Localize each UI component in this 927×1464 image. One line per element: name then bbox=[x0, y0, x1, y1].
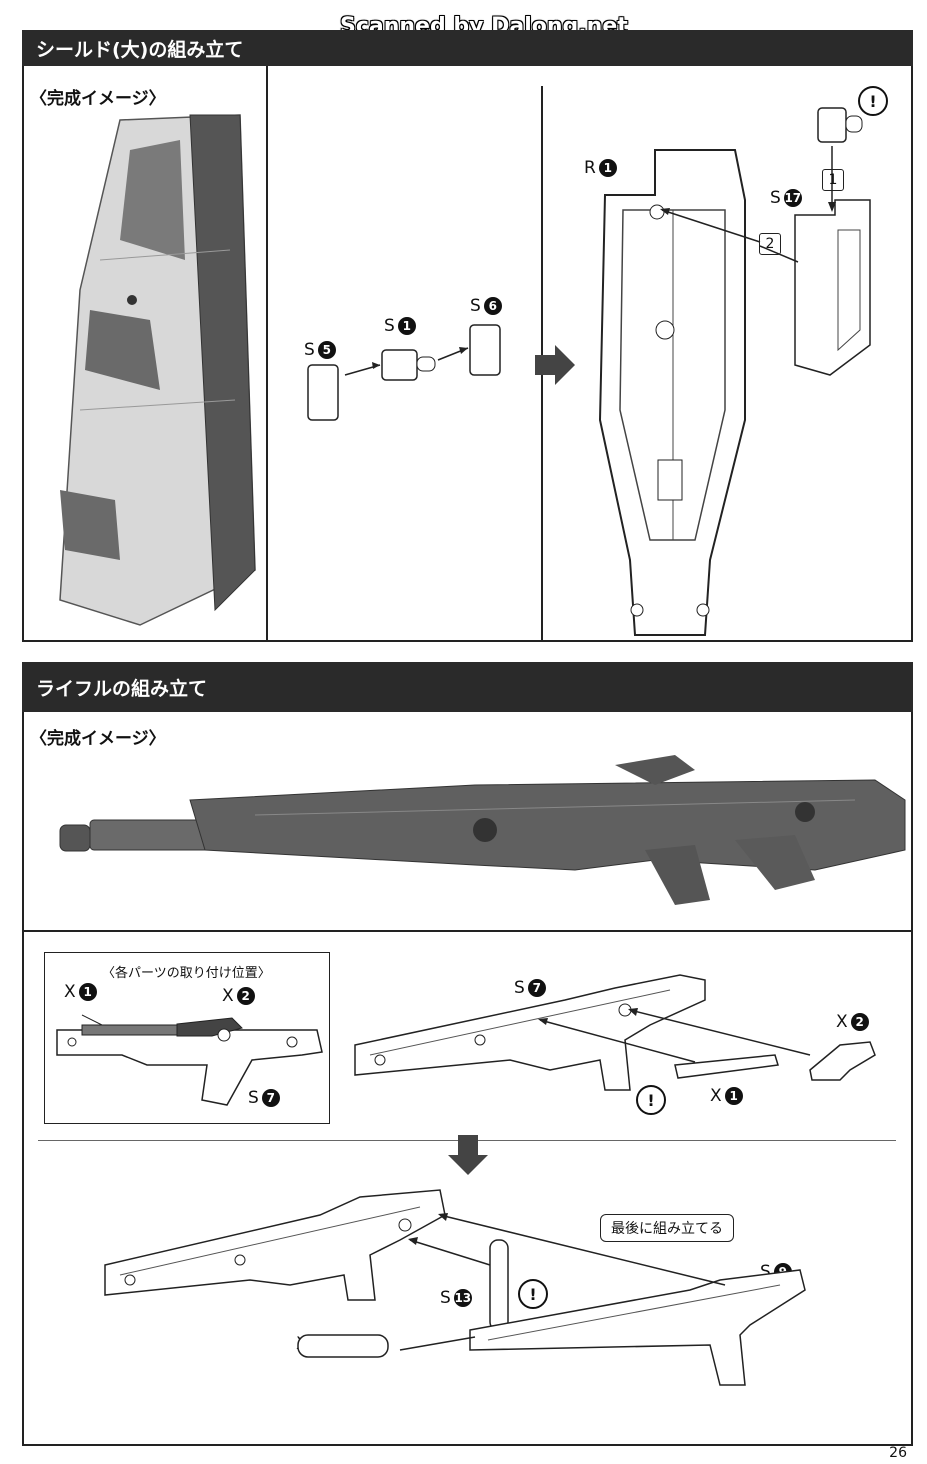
shield-section-title: シールド(大)の組み立て bbox=[36, 38, 244, 61]
part-label-r1: R 1 bbox=[584, 158, 617, 178]
inset-label-x2: X 2 bbox=[222, 986, 255, 1006]
part-number: 1 bbox=[598, 159, 617, 177]
part-letter: X bbox=[710, 1086, 722, 1106]
callout-assemble-last: 最後に組み立てる bbox=[600, 1214, 734, 1242]
page-number: 26 bbox=[889, 1445, 907, 1461]
step-number-2: 2 bbox=[759, 233, 781, 255]
warning-icon: ! bbox=[636, 1085, 666, 1115]
part-letter: X bbox=[64, 982, 76, 1002]
rifle-image-label: 〈完成イメージ〉 bbox=[30, 729, 166, 749]
rifle-section-header: ライフルの組み立て bbox=[22, 662, 913, 712]
part-letter: S bbox=[440, 1288, 451, 1308]
shield-s17-illustration bbox=[794, 107, 871, 376]
part-number: 2 bbox=[850, 1013, 869, 1031]
part-label-s5: S 5 bbox=[304, 340, 336, 360]
part-letter: S bbox=[248, 1088, 259, 1108]
part-letter: X bbox=[836, 1012, 848, 1032]
part-number: 17 bbox=[783, 189, 802, 207]
shield-complete-illustration bbox=[59, 114, 256, 626]
part-label-s7: S 7 bbox=[514, 978, 546, 998]
inset-label-s7: S 7 bbox=[248, 1088, 280, 1108]
part-number: 13 bbox=[453, 1289, 472, 1307]
warning-icon: ! bbox=[858, 86, 888, 116]
step-number-1: 1 bbox=[822, 169, 844, 191]
next-step-arrow-icon bbox=[535, 345, 575, 385]
divider bbox=[22, 930, 913, 932]
warning-icon: ! bbox=[518, 1279, 548, 1309]
part-letter: S bbox=[470, 296, 481, 316]
step-number-text: 1 bbox=[822, 169, 844, 191]
next-step-arrow-icon bbox=[448, 1135, 488, 1175]
part-label-x1: X 1 bbox=[710, 1086, 743, 1106]
shield-step1-parts-illustration bbox=[307, 324, 501, 421]
part-number: 1 bbox=[724, 1087, 743, 1105]
part-label-s17: S 17 bbox=[770, 188, 802, 208]
part-letter: S bbox=[760, 1262, 771, 1282]
rifle-step1-illustration bbox=[354, 974, 876, 1091]
part-number: 1 bbox=[397, 317, 416, 335]
inset-box bbox=[44, 952, 330, 1124]
rifle-step2-illustration bbox=[104, 1189, 806, 1386]
part-letter: S bbox=[514, 978, 525, 998]
shield-image-label: 〈完成イメージ〉 bbox=[30, 89, 166, 109]
rifle-complete-illustration bbox=[59, 755, 906, 905]
part-number: 5 bbox=[317, 341, 336, 359]
part-letter: R bbox=[584, 158, 596, 178]
shield-step-arrows bbox=[660, 208, 799, 263]
part-label-s13: S 13 bbox=[440, 1288, 472, 1308]
part-number: 7 bbox=[527, 979, 546, 997]
rifle-section-title: ライフルの組み立て bbox=[36, 677, 208, 700]
shield-frame-illustration bbox=[598, 149, 746, 636]
inset-label-x1: X 1 bbox=[64, 982, 97, 1002]
inset-title: 〈各パーツの取り付け位置〉 bbox=[102, 966, 271, 981]
shield-section-header: シールド(大)の組み立て bbox=[22, 30, 913, 66]
part-letter: S bbox=[304, 340, 315, 360]
inset-rifle-illustration bbox=[56, 1014, 323, 1106]
part-label-s6: S 6 bbox=[470, 296, 502, 316]
divider bbox=[266, 66, 268, 642]
part-letter: S bbox=[770, 188, 781, 208]
part-letter: X bbox=[222, 986, 234, 1006]
part-letter: S bbox=[384, 316, 395, 336]
part-number: 2 bbox=[236, 987, 255, 1005]
part-number: 6 bbox=[483, 297, 502, 315]
step-number-text: 2 bbox=[759, 233, 781, 255]
part-label-x2: X 2 bbox=[836, 1012, 869, 1032]
part-label-s1: S 1 bbox=[384, 316, 416, 336]
part-number: 7 bbox=[261, 1089, 280, 1107]
part-number: 1 bbox=[78, 983, 97, 1001]
